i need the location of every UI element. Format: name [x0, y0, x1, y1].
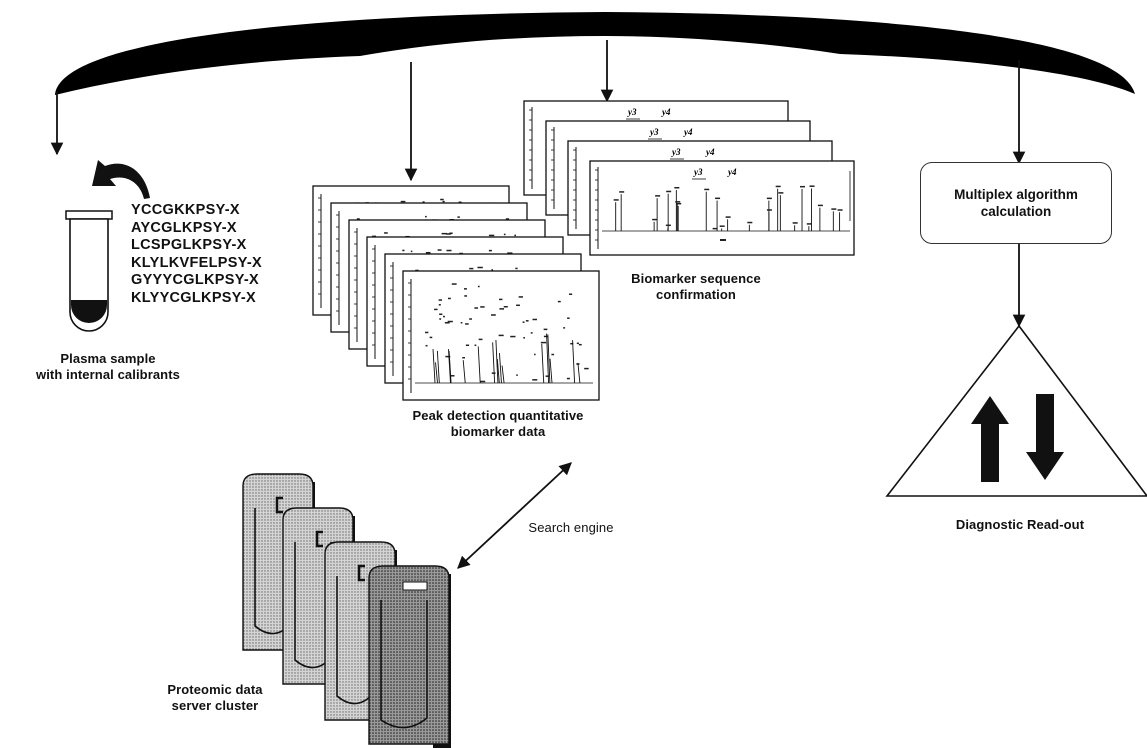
ion-label: y4	[683, 127, 693, 137]
calibrant-sequence: AYCGLKPSY-X	[131, 220, 262, 238]
server-cluster-caption: Proteomic data server cluster	[150, 682, 280, 714]
ion-label: y3	[671, 147, 681, 157]
calibrant-sequence: KLYYCGLKPSY-X	[131, 290, 262, 308]
ion-label: y4	[727, 167, 737, 177]
diagnostic-readout-caption: Diagnostic Read-out	[920, 517, 1120, 533]
peak-detection-chart-stack	[313, 186, 599, 400]
spectrum-card: y3 y4	[590, 161, 854, 255]
server-tower-icon	[369, 566, 451, 748]
spectrum-card	[403, 271, 599, 400]
ion-label: y4	[661, 107, 671, 117]
diagnostic-triangle	[887, 326, 1147, 496]
calibrant-sequence: LCSPGLKPSY-X	[131, 237, 262, 255]
plasma-sample-caption: Plasma sample with internal calibrants	[0, 351, 216, 383]
multiplex-algorithm-label: Multiplex algorithm calculation	[954, 186, 1078, 220]
multiplex-algorithm-box: Multiplex algorithm calculation	[920, 162, 1112, 244]
search-engine-arrow	[458, 463, 571, 568]
ion-label: y3	[649, 127, 659, 137]
peak-detection-caption: Peak detection quantitative biomarker da…	[378, 408, 618, 440]
search-engine-label: Search engine	[516, 520, 626, 536]
calibrant-sequence: KLYLKVFELPSY-X	[131, 255, 262, 273]
ion-label: y3	[693, 167, 703, 177]
ion-label: y4	[705, 147, 715, 157]
ion-label: y3	[627, 107, 637, 117]
calibrant-sequence: GYYYCGLKPSY-X	[131, 272, 262, 290]
calibrant-sequence-list: YCCGKKPSY-X AYCGLKPSY-X LCSPGLKPSY-X KLY…	[131, 202, 262, 307]
distribution-arch	[55, 12, 1135, 95]
calibrant-sequence: YCCGKKPSY-X	[131, 202, 262, 220]
sequence-confirmation-caption: Biomarker sequence confirmation	[606, 271, 786, 303]
